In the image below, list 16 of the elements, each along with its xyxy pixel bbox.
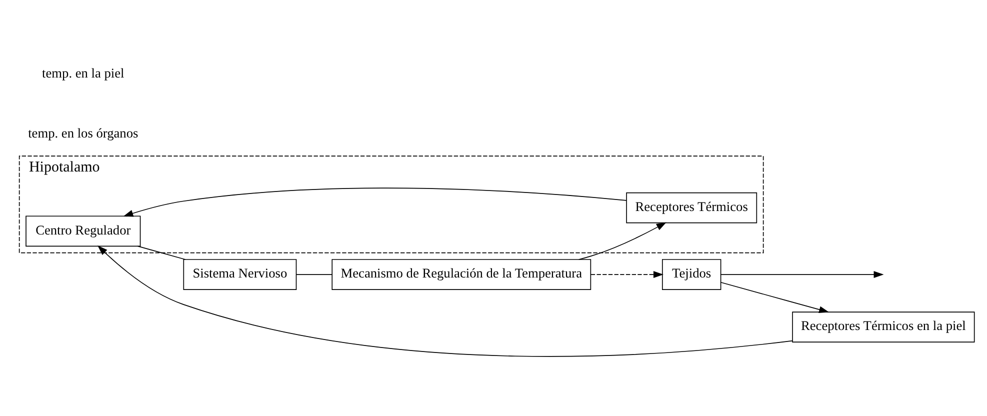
arrow xyxy=(720,271,884,278)
node-box: Receptores Térmicos xyxy=(626,192,758,224)
node-box: Mecanismo de Regulación de la Temperatura xyxy=(332,259,592,290)
arrow xyxy=(123,188,627,217)
label: temp. en la piel xyxy=(42,66,124,81)
node-box: Receptores Térmicos en la piel xyxy=(792,312,975,342)
node-box: Tejidos xyxy=(662,259,722,290)
arrow xyxy=(578,222,666,260)
node-box: Sistema Nervioso xyxy=(183,259,297,290)
arrow xyxy=(720,282,830,313)
label: temp. en los órganos xyxy=(28,126,138,141)
arrow xyxy=(590,271,664,278)
connector xyxy=(137,246,186,260)
arrow xyxy=(98,246,793,357)
connector xyxy=(296,274,332,275)
node-box: Centro Regulador xyxy=(26,216,141,247)
